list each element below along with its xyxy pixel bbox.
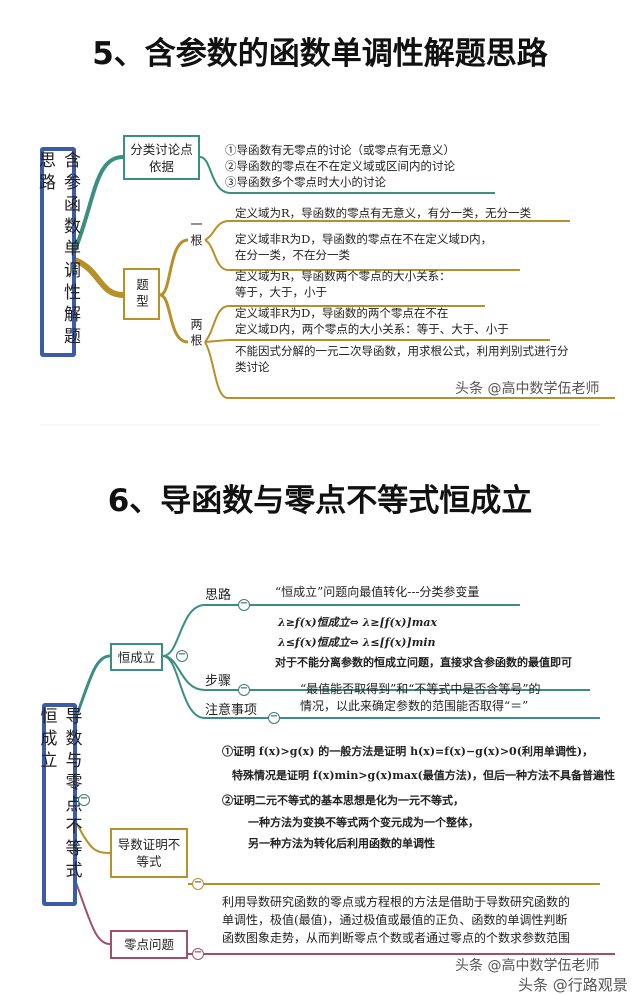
label-notes: 注意事项 <box>205 703 258 718</box>
list-item: 特殊情况是证明 f(x)min>g(x)max(最值方法)，但后一种方法不具备普… <box>232 769 615 782</box>
collapse-icon[interactable]: − <box>78 793 90 806</box>
node-label: 零点问题 <box>123 937 174 952</box>
collapse-icon[interactable]: − <box>268 711 280 724</box>
list-item: 定义域非R为D，导函数的零点在不在定义域D内， <box>235 232 493 246</box>
node-always-holds[interactable]: 恒成立 <box>110 643 163 671</box>
collapse-icon[interactable]: − <box>176 649 188 662</box>
notes-text: “最值能否取得到”和“不等式中是否含等号”的 <box>300 682 541 696</box>
list-item: 函数图象走势，从而判断零点个数或者通过零点的个数求参数范围 <box>222 931 571 945</box>
list-item: ③导函数多个零点时大小的讨论 <box>225 175 386 189</box>
steps-text: 对于不能分离参数的恒成立问题，直接求含参函数的最值即可 <box>275 656 572 669</box>
notes-text: 情况，以此来确定参数的范围能否取得“＝” <box>300 699 529 713</box>
list-item: ②证明二元不等式的基本思想是化为一元不等式， <box>222 794 464 807</box>
watermark: 头条 @行路观景 <box>518 976 628 994</box>
list-item: 类讨论 <box>235 360 270 374</box>
list-item: 另一种方法为转化后利用函数的单调性 <box>248 837 435 850</box>
list-item: 定义域为R，导函数的零点有无意义，有分一类，无分一类 <box>235 206 532 220</box>
approach-text: “恒成立”问题向最值转化---分类参变量 <box>275 585 480 599</box>
section1-root-node[interactable]: 含参函数单调性解题思路 <box>35 147 80 357</box>
list-item: 定义域为R，导函数两个零点的大小关系： <box>235 269 451 283</box>
root-label: 导数与零点不等式恒成立 <box>36 707 82 883</box>
section2-root-node[interactable]: 导数与零点不等式恒成立 <box>37 703 82 906</box>
collapse-icon[interactable]: − <box>192 877 204 890</box>
node-label: 恒成立 <box>117 649 156 665</box>
list-item: 一种方法为变换不等式两个变元成为一个整体， <box>248 816 479 829</box>
node-label: 导数证明不等式 <box>117 837 181 869</box>
label-two-roots: 两根 <box>189 318 203 350</box>
list-item: 利用导数研究函数的零点或方程根的方法是借助于导数研究函数的 <box>222 895 571 909</box>
watermark: 头条 @高中数学伍老师 <box>455 381 600 397</box>
node-label: 分类讨论点依据 <box>130 141 193 174</box>
collapse-icon[interactable]: − <box>192 947 204 960</box>
node-label: 题型 <box>134 277 149 311</box>
node-question-type[interactable]: 题型 <box>123 268 160 320</box>
list-item: ①证明 f(x)>g(x) 的一般方法是证明 h(x)=f(x)−g(x)>0(… <box>222 745 594 758</box>
list-item: 定义域非R为D，导函数的两个零点在不在 <box>235 306 449 320</box>
label-one-root: 一根 <box>189 218 203 250</box>
list-item: ②导函数的零点在不在定义域或区间内的讨论 <box>225 159 455 173</box>
list-item: 定义域D内，两个零点的大小关系：等于、大于、小于 <box>235 322 509 336</box>
section2-title: 6、导函数与零点不等式恒成立 <box>107 483 533 519</box>
collapse-icon[interactable]: − <box>238 683 250 696</box>
formula: λ≤f(x)恒成立⇔ λ≤[f(x)]min <box>278 636 436 649</box>
watermark: 头条 @高中数学伍老师 <box>455 958 600 974</box>
list-item: 等于，大于，小于 <box>235 285 327 299</box>
label-steps: 步骤 <box>205 674 232 689</box>
label-approach: 思路 <box>205 588 232 603</box>
collapse-icon[interactable]: − <box>238 598 250 611</box>
formula: λ≥f(x)恒成立⇔ λ≥[f(x)]max <box>278 616 438 629</box>
root-label: 含参函数单调性解题思路 <box>35 151 80 349</box>
section1-title: 5、含参数的函数单调性解题思路 <box>92 36 548 72</box>
node-prove-inequality[interactable]: 导数证明不等式 <box>110 828 188 878</box>
list-item: 单调性，极值(最值)，通过极值或最值的正负、函数的单调性判断 <box>222 913 568 927</box>
list-item: 在分一类，不在分一类 <box>235 248 350 262</box>
list-item: 不能因式分解的一元二次导函数，用求根公式，利用判别式进行分 <box>235 344 569 358</box>
node-zero-problem[interactable]: 零点问题 <box>110 930 188 959</box>
list-item: ①导函数有无零点的讨论（或零点有无意义） <box>225 143 455 157</box>
node-classification-basis[interactable]: 分类讨论点依据 <box>123 135 200 180</box>
